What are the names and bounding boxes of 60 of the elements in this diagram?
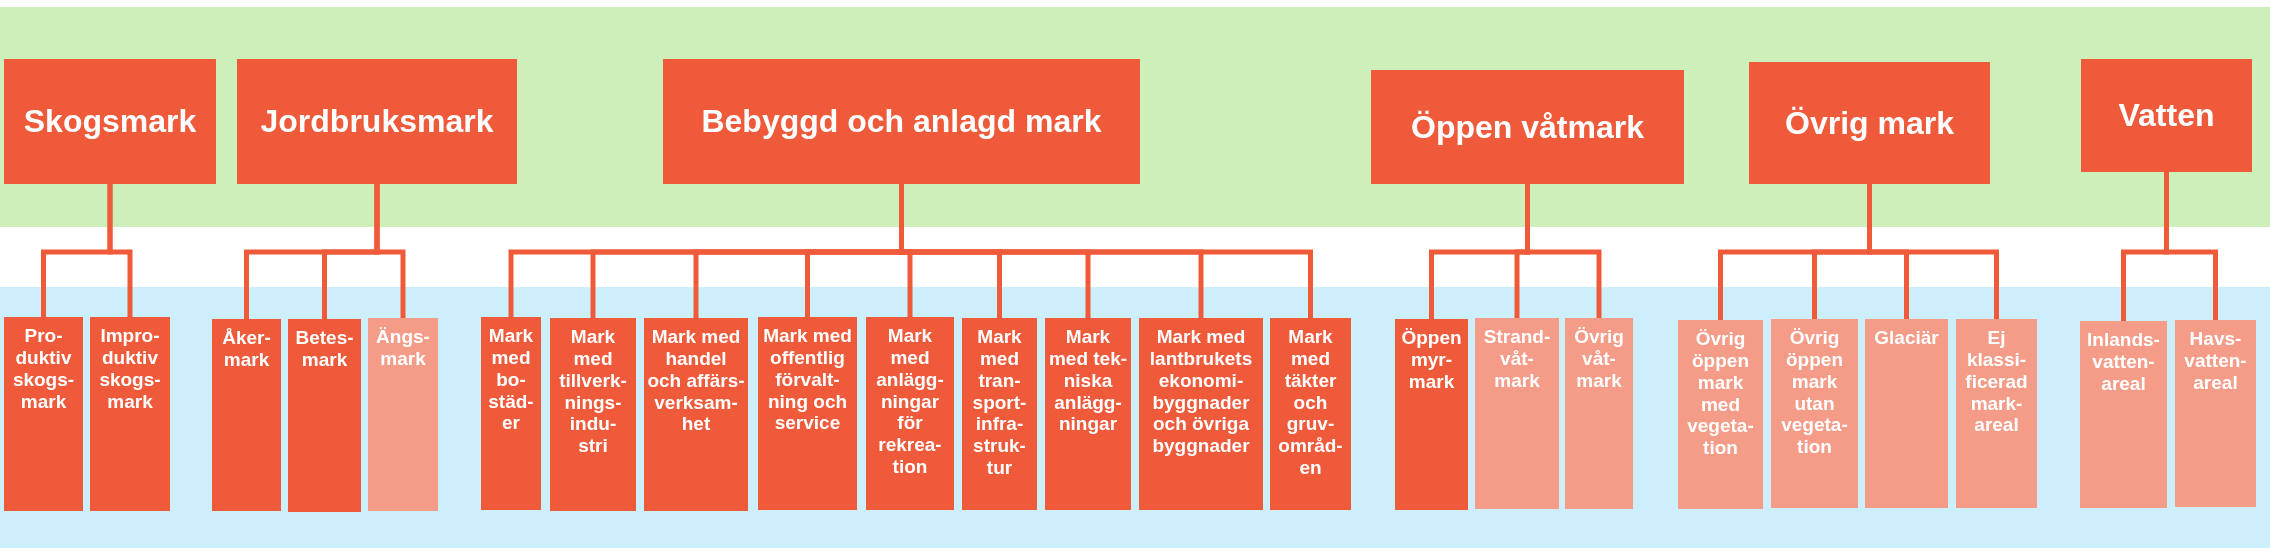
category-label: Pro- duktiv skogs- mark	[11, 325, 76, 413]
connector-line	[374, 184, 406, 318]
category-label: Övrig öppen mark med vegeta- tion	[1686, 328, 1755, 460]
category-label: Mark med handel och affärs- verksam- het	[646, 326, 746, 436]
category-box	[2081, 59, 2252, 172]
subcategory-box	[1270, 318, 1351, 510]
subcategory-box	[758, 317, 857, 510]
category-box	[237, 59, 517, 184]
category-label: Skogsmark	[23, 103, 197, 140]
subcategory-box	[1565, 318, 1633, 509]
subcategory-box	[644, 318, 748, 511]
subcategory-box	[4, 317, 83, 511]
category-label: Mark med bo- städ- er	[487, 325, 535, 435]
category-label: Ej klassi- ficerad mark- areal	[1964, 327, 2029, 437]
subcategory-box	[1395, 319, 1468, 510]
category-label: Övrig våt- mark	[1573, 326, 1625, 392]
category-label: Övrig öppen mark utan vegeta- tion	[1780, 327, 1849, 459]
category-label: Ängs- mark	[376, 326, 430, 370]
category-label: Öppen myr- mark	[1400, 327, 1463, 393]
subcategory-box	[1045, 318, 1131, 510]
category-label: Mark med offentlig förvalt- ning och service	[762, 325, 853, 435]
subcategory-box	[90, 317, 170, 511]
category-label: Inlands- vatten- areal	[2087, 329, 2160, 395]
category-label: Jordbruksmark	[260, 103, 494, 140]
category-label: Impro- duktiv skogs- mark	[98, 325, 162, 413]
subcategory-box	[212, 319, 281, 511]
category-label: Vatten	[2118, 97, 2215, 134]
category-box	[1749, 62, 1990, 184]
subcategory-box	[962, 318, 1037, 510]
category-label: Åker- mark	[222, 327, 271, 371]
category-label: Havs- vatten- areal	[2184, 328, 2247, 394]
category-label: Mark med anlägg- ningar för rekrea- tion	[875, 325, 945, 478]
category-label: Mark med tran- sport- infra- struk- tur	[971, 326, 1028, 479]
connector-line	[107, 184, 133, 317]
category-box	[663, 59, 1140, 184]
category-label: Strand- våt- mark	[1483, 326, 1551, 392]
subcategory-box	[1475, 318, 1559, 509]
subcategory-box	[1956, 319, 2037, 508]
subcategory-box	[1139, 318, 1263, 510]
subcategory-box	[550, 318, 636, 511]
subcategory-box	[288, 319, 361, 512]
subcategory-box	[866, 317, 954, 510]
subcategory-box	[1771, 319, 1858, 508]
subcategory-box	[1865, 319, 1948, 508]
category-label: Betes- mark	[295, 327, 354, 371]
category-label: Mark med tek- niska anlägg- ningar	[1047, 326, 1129, 436]
subcategory-box	[368, 318, 438, 511]
subcategory-box	[2175, 320, 2256, 507]
category-label: Mark med lantbrukets ekonomi- byggnader och övriga byggnader	[1148, 326, 1254, 458]
subcategory-box	[2080, 321, 2167, 508]
category-label: Mark med tillverk- nings- indu- stri	[558, 326, 628, 458]
category-box	[1371, 70, 1684, 184]
category-box	[4, 59, 216, 184]
category-label: Glaciär	[1874, 327, 1939, 349]
category-label: Övrig mark	[1785, 104, 1954, 142]
category-label: Bebyggd och anlagd mark	[701, 103, 1102, 140]
subcategory-box	[1678, 320, 1763, 509]
category-label: Öppen våtmark	[1411, 108, 1644, 146]
category-label: Mark med täkter och gruv- områd- en	[1277, 326, 1344, 479]
subcategory-box	[481, 317, 541, 510]
